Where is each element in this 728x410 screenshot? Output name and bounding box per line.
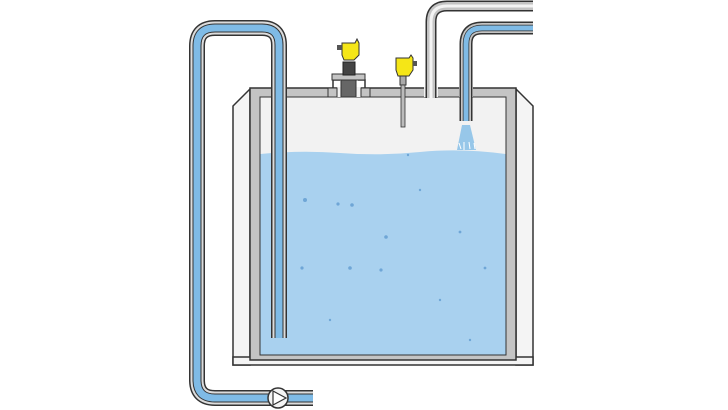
recirculation-pipe [189,20,313,406]
pump-icon [267,387,289,409]
sensor-nozzle [327,87,338,98]
radar-level-sensor-icon [331,37,366,98]
vibrating-fork-switch-icon [395,54,417,128]
fill-pipe [459,21,533,121]
liquid-bubbles [273,153,487,342]
vent-pipe [425,0,533,98]
spray-nozzle-icon [457,125,476,150]
liquid [260,150,506,355]
